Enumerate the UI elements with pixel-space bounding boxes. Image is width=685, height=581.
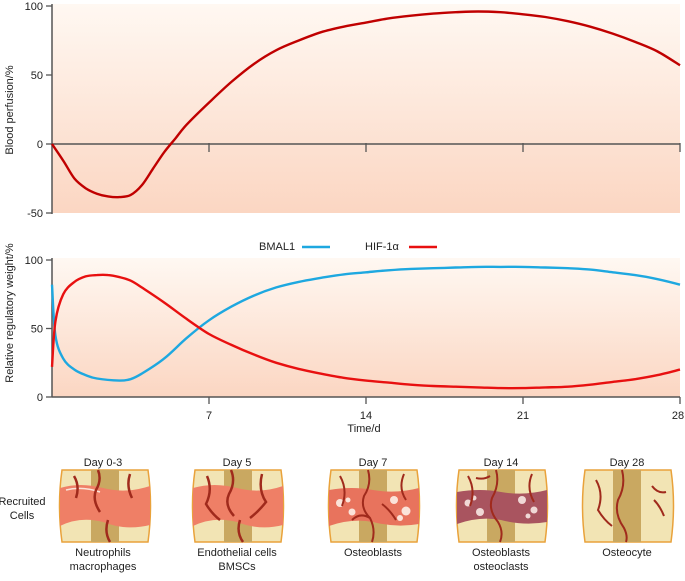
blood-perfusion-zero-ticks bbox=[208, 143, 681, 152]
stage-day-0-3: Day 0-3 Neutrophils macrophages bbox=[58, 457, 152, 573]
stage-day-7: Day 7 Osteoblasts bbox=[327, 457, 421, 559]
y-tick-label: 100 bbox=[25, 255, 43, 267]
bone-fracture-illustration bbox=[327, 469, 421, 543]
stage-day-label: Day 0-3 bbox=[84, 457, 123, 469]
y-tick-label: 50 bbox=[31, 324, 43, 336]
blood-perfusion-y-label: Blood perfusion/% bbox=[4, 65, 16, 154]
x-tick-label: 14 bbox=[360, 410, 372, 422]
x-tick-label: 21 bbox=[517, 410, 529, 422]
blood-perfusion-line bbox=[51, 10, 681, 199]
stage-cells-line2: osteoclasts bbox=[473, 561, 529, 573]
y-tick-label: 0 bbox=[37, 392, 43, 404]
stage-day-28: Day 28 Osteocyte bbox=[581, 457, 675, 559]
stage-day-label: Day 5 bbox=[223, 457, 252, 469]
stage-cells-line1: Neutrophils bbox=[75, 547, 131, 559]
stage-day-14: Day 14 Osteoblasts osteoclasts bbox=[455, 457, 549, 573]
stage-day-label: Day 28 bbox=[610, 457, 645, 469]
stage-cells-line1: Osteoblasts bbox=[344, 547, 403, 559]
blood-perfusion-chart: 100 50 0 -50 Blood perfusion/% bbox=[4, 1, 681, 220]
bone-fracture-illustration bbox=[191, 469, 285, 543]
recruited-cells-label-line2: Cells bbox=[10, 510, 35, 522]
stage-day-5: Day 5 Endothelial cells BMSCs bbox=[191, 457, 285, 573]
regulatory-weight-plot-background bbox=[52, 258, 680, 397]
y-tick-label: 100 bbox=[25, 1, 43, 13]
stage-cells-line1: Osteoblasts bbox=[472, 547, 531, 559]
bone-fracture-illustration bbox=[58, 469, 152, 543]
y-tick-label: 0 bbox=[37, 139, 43, 151]
healing-stages: Recruited Cells Day 0-3 Neutrophils macr… bbox=[0, 457, 675, 573]
bone-illustration bbox=[581, 469, 675, 543]
stage-cells-line2: macrophages bbox=[70, 561, 137, 573]
y-tick-label: -50 bbox=[27, 208, 43, 220]
regulatory-weight-x-label: Time/d bbox=[347, 423, 380, 435]
legend: BMAL1 HIF-1α bbox=[259, 241, 437, 253]
bmal1-line bbox=[50, 265, 681, 382]
stage-day-label: Day 7 bbox=[359, 457, 388, 469]
regulatory-weight-x-ticks: 7 14 21 28 bbox=[206, 397, 684, 422]
bone-fracture-illustration bbox=[455, 469, 549, 543]
regulatory-weight-chart: 100 50 0 7 14 21 28 Relative regulatory weigh… bbox=[4, 241, 684, 435]
x-tick-label: 28 bbox=[672, 410, 684, 422]
regulatory-weight-y-label: Relative regulatory weight/% bbox=[4, 243, 16, 383]
legend-label-hif1a: HIF-1α bbox=[365, 241, 400, 253]
regulatory-weight-y-ticks: 100 50 0 bbox=[25, 255, 52, 404]
hif1a-line bbox=[50, 273, 681, 390]
blood-perfusion-plot-background bbox=[52, 4, 680, 213]
x-tick-label: 7 bbox=[206, 410, 212, 422]
stage-cells-line1: Endothelial cells bbox=[197, 547, 277, 559]
legend-label-bmal1: BMAL1 bbox=[259, 241, 295, 253]
stage-day-label: Day 14 bbox=[484, 457, 519, 469]
blood-perfusion-y-ticks: 100 50 0 -50 bbox=[25, 1, 52, 220]
stage-cells-line2: BMSCs bbox=[218, 561, 256, 573]
recruited-cells-label: Recruited bbox=[0, 496, 46, 508]
y-tick-label: 50 bbox=[31, 70, 43, 82]
stage-cells-line1: Osteocyte bbox=[602, 547, 652, 559]
